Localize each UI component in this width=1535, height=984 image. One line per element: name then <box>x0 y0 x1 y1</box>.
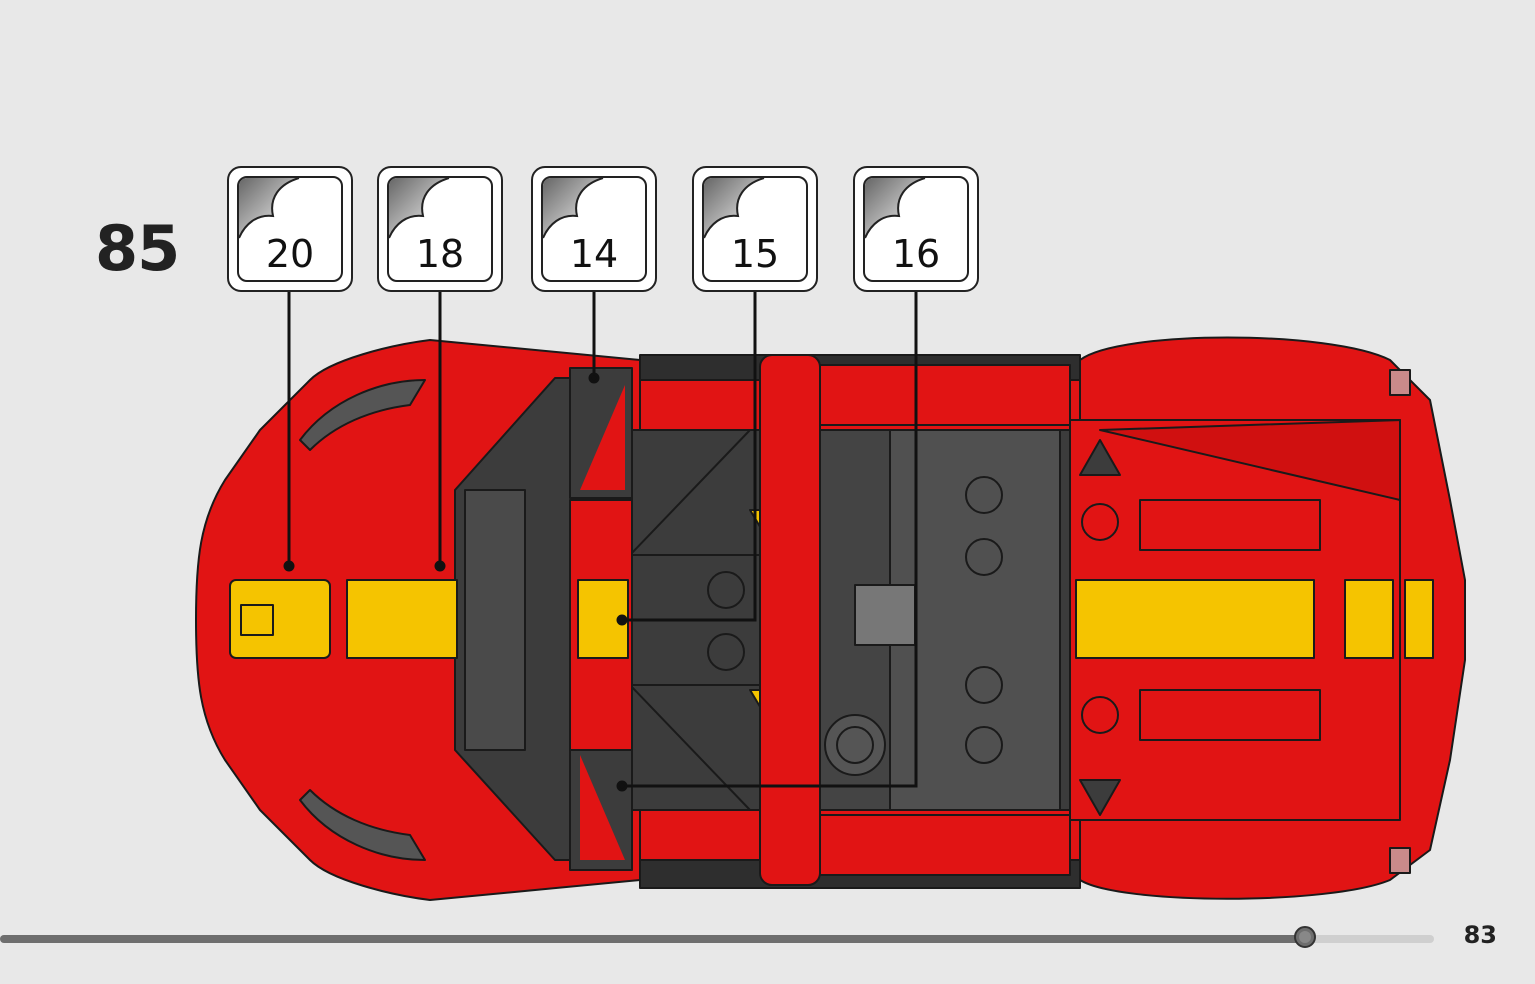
sticker-number: 20 <box>265 232 315 276</box>
stripe-nose-20 <box>229 579 331 659</box>
cabin-frame <box>639 379 1081 861</box>
front-body <box>195 339 641 901</box>
stripe-rear-b <box>1404 579 1434 659</box>
prancing-horse-logo <box>240 604 274 636</box>
sticker-sheet-icon <box>704 178 765 239</box>
sticker-16-bottom <box>569 749 633 871</box>
sticker-callout-14: 14 <box>531 166 657 292</box>
sticker-callout-20: 20 <box>227 166 353 292</box>
stripe-rear-a <box>1344 579 1394 659</box>
progress-fill <box>0 935 1305 943</box>
rear-body <box>1079 336 1466 900</box>
stripe-hood-18 <box>346 579 458 659</box>
sticker-callout-16: 16 <box>853 166 979 292</box>
sticker-sheet-icon <box>389 178 450 239</box>
sticker-number: 14 <box>569 232 619 276</box>
sticker-14-top <box>569 367 633 499</box>
rear-light-top <box>1389 369 1411 396</box>
page-number: 83 <box>1463 921 1497 949</box>
sticker-callout-18: 18 <box>377 166 503 292</box>
sticker-number: 16 <box>891 232 941 276</box>
bottom-tires <box>639 857 1081 889</box>
stripe-engine <box>1075 579 1315 659</box>
sticker-number: 15 <box>730 232 780 276</box>
stripe-roof-15 <box>577 579 629 659</box>
top-tires <box>639 354 1081 386</box>
progress-slider[interactable] <box>0 926 1434 948</box>
headlight-top <box>299 379 426 451</box>
progress-handle[interactable] <box>1293 926 1316 948</box>
rear-light-bottom <box>1389 847 1411 874</box>
top-sill <box>819 364 1071 426</box>
step-number: 85 <box>95 212 180 285</box>
bottom-sill <box>819 814 1071 876</box>
side-pod-left <box>759 354 821 886</box>
headlight-bottom <box>299 789 426 861</box>
sticker-sheet-icon <box>239 178 300 239</box>
sticker-number: 18 <box>415 232 465 276</box>
sticker-sheet-icon <box>543 178 604 239</box>
sticker-sheet-icon <box>865 178 926 239</box>
cockpit <box>629 429 1071 811</box>
windscreen <box>454 377 633 861</box>
sticker-callout-15: 15 <box>692 166 818 292</box>
engine-cover <box>1069 419 1401 821</box>
